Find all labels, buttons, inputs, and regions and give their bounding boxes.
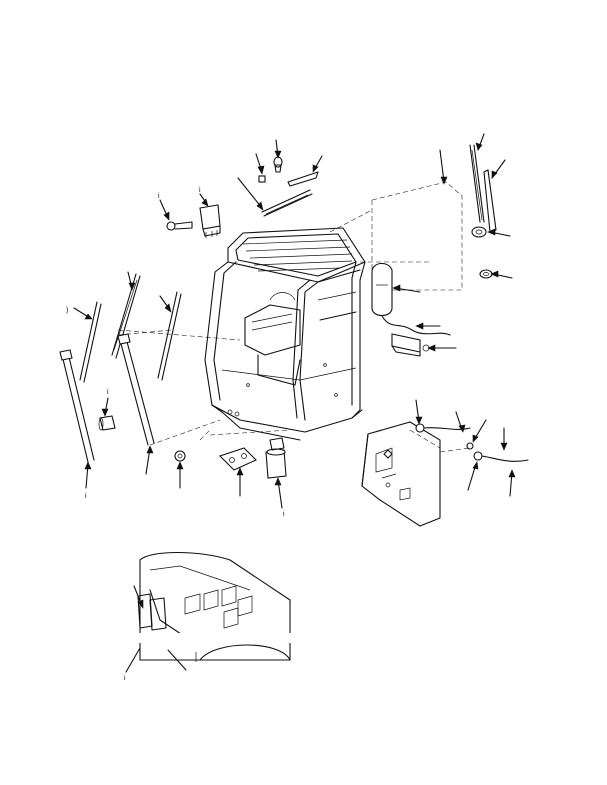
washer-reservoir	[371, 262, 451, 357]
front-wiper-top	[258, 156, 319, 217]
callout-bolt: i	[158, 193, 160, 200]
relay-module	[199, 204, 221, 238]
left-wiper-blades	[59, 273, 241, 463]
bolt	[166, 221, 193, 231]
wiper-motor-parts	[174, 429, 291, 479]
plug-cap	[98, 415, 116, 431]
callout-relay: i	[199, 187, 201, 194]
callout-bottom-switch: i	[283, 511, 285, 518]
rear-window-outline	[329, 181, 463, 291]
callout-bottom-left: i	[85, 493, 87, 500]
callout-small-left: )	[66, 307, 68, 314]
callout-labels: ) i i i i i i	[66, 187, 285, 682]
rear-wiper-blade	[469, 144, 497, 279]
leader-lines	[73, 133, 516, 609]
cab-frame	[204, 227, 366, 441]
callout-plug: i	[107, 389, 109, 396]
callout-bottom-detail: i	[124, 675, 126, 682]
side-console-panel	[361, 421, 529, 527]
detail-inset	[125, 551, 300, 673]
